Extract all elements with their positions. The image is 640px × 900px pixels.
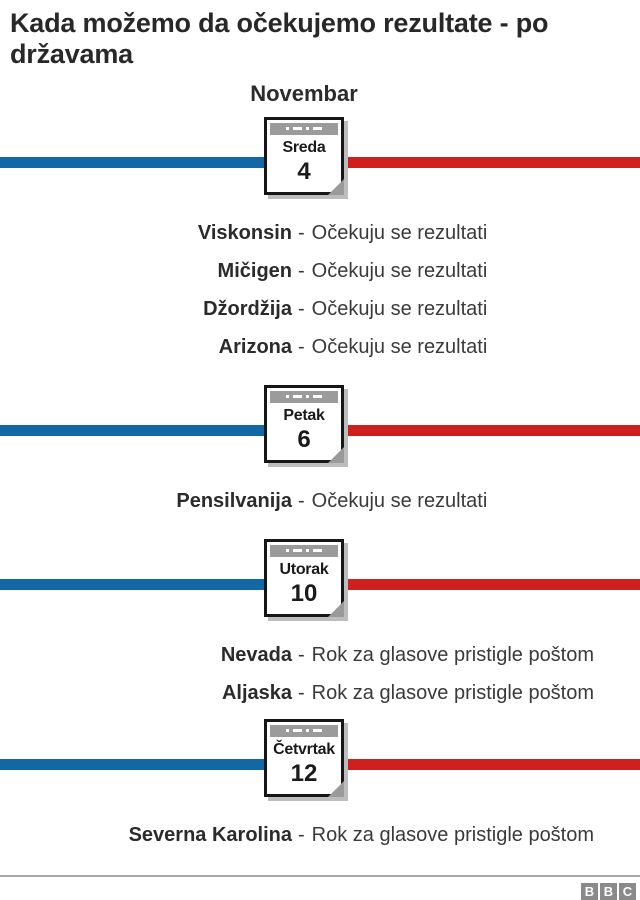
binding-dash: [293, 127, 302, 131]
state-name: Aljaska: [221, 682, 292, 705]
binding-dash: [313, 395, 322, 399]
calendar-date: 6: [297, 425, 311, 453]
calendar-date: 12: [290, 759, 318, 787]
calendar-fold-corner: [328, 178, 344, 195]
calendar-date: 10: [290, 579, 318, 607]
timeline-date-row: Petak 6: [0, 384, 640, 469]
state-row: Viskonsin - Očekuju se rezultati: [0, 215, 640, 253]
state-name: Mičigen: [217, 260, 292, 283]
bbc-logo-letter: C: [619, 882, 636, 900]
state-row: Nevada - Rok za glasove pristigle poštom: [0, 637, 640, 675]
binding-dash: [293, 549, 302, 553]
states-group: Severna Karolina - Rok za glasove pristi…: [0, 817, 640, 855]
state-status: Očekuju se rezultati: [311, 336, 488, 359]
binding-dot: [286, 127, 289, 131]
separator: -: [298, 222, 305, 245]
state-row: Severna Karolina - Rok za glasove pristi…: [0, 817, 640, 855]
state-status: Rok za glasove pristigle poštom: [311, 644, 595, 667]
binding-dot: [286, 729, 289, 733]
calendar-fold-corner: [328, 780, 344, 797]
states-group: Viskonsin - Očekuju se rezultati Mičigen…: [0, 215, 640, 367]
binding-dash: [293, 395, 302, 399]
separator: -: [298, 682, 305, 705]
timeline-line-right: [344, 758, 640, 770]
binding-dash: [313, 549, 322, 553]
state-status: Rok za glasove pristigle poštom: [311, 824, 595, 847]
calendar-day: Četvrtak: [273, 740, 335, 758]
footer-divider: [0, 874, 640, 877]
separator: -: [298, 490, 305, 513]
state-status: Očekuju se rezultati: [311, 490, 488, 513]
timeline-date-row: Četvrtak 12: [0, 718, 640, 803]
state-row: Mičigen - Očekuju se rezultati: [0, 253, 640, 291]
calendar-icon: Utorak 10: [264, 538, 344, 617]
timeline-line-right: [344, 156, 640, 168]
states-group: Pensilvanija - Očekuju se rezultati: [0, 483, 640, 521]
calendar-binding-icon: [270, 390, 338, 403]
binding-dash: [293, 729, 302, 733]
binding-dot: [286, 395, 289, 399]
state-status: Rok za glasove pristigle poštom: [311, 682, 595, 705]
separator: -: [298, 260, 305, 283]
calendar-binding-icon: [270, 122, 338, 135]
timeline-line-left: [0, 578, 264, 590]
separator: -: [298, 824, 305, 847]
timeline-line-right: [344, 578, 640, 590]
calendar-day: Utorak: [279, 560, 329, 578]
state-row: Pensilvanija - Očekuju se rezultati: [0, 483, 640, 521]
page-title: Kada možemo da očekujemo rezultate - po …: [10, 8, 549, 70]
state-status: Očekuju se rezultati: [311, 222, 488, 245]
state-status: Očekuju se rezultati: [311, 260, 488, 283]
timeline-line-left: [0, 156, 264, 168]
calendar-binding-icon: [270, 544, 338, 557]
state-name: Džordžija: [203, 298, 292, 321]
calendar-icon: Sreda 4: [264, 116, 344, 195]
states-group: Nevada - Rok za glasove pristigle poštom…: [0, 637, 640, 713]
binding-dash: [313, 729, 322, 733]
binding-dot: [306, 729, 309, 733]
separator: -: [298, 298, 305, 321]
state-name: Pensilvanija: [176, 490, 292, 513]
state-row: Džordžija - Očekuju se rezultati: [0, 291, 640, 329]
state-row: Aljaska - Rok za glasove pristigle pošto…: [0, 675, 640, 713]
binding-dot: [306, 549, 309, 553]
binding-dot: [306, 127, 309, 131]
separator: -: [298, 644, 305, 667]
calendar-fold-corner: [328, 446, 344, 463]
binding-dash: [313, 127, 322, 131]
calendar-date: 4: [297, 157, 311, 185]
binding-dot: [286, 549, 289, 553]
bbc-logo-letter: B: [581, 882, 598, 900]
bbc-logo-letter: B: [600, 882, 617, 900]
timeline-date-row: Utorak 10: [0, 538, 640, 623]
timeline-line-left: [0, 424, 264, 436]
state-status: Očekuju se rezultati: [311, 298, 488, 321]
separator: -: [298, 336, 305, 359]
state-name: Arizona: [218, 336, 292, 359]
calendar-icon: Četvrtak 12: [264, 718, 344, 797]
state-name: Nevada: [220, 644, 292, 667]
state-name: Severna Karolina: [128, 824, 292, 847]
timeline-line-left: [0, 758, 264, 770]
timeline-date-row: Sreda 4: [0, 116, 640, 201]
calendar-day: Sreda: [282, 138, 326, 156]
state-name: Viskonsin: [197, 222, 292, 245]
state-row: Arizona - Očekuju se rezultati: [0, 329, 640, 367]
bbc-logo: B B C: [0, 882, 640, 900]
timeline-line-right: [344, 424, 640, 436]
calendar-fold-corner: [328, 600, 344, 617]
month-label: Novembar: [250, 80, 358, 106]
calendar-day: Petak: [283, 406, 325, 424]
binding-dot: [306, 395, 309, 399]
calendar-binding-icon: [270, 724, 338, 737]
calendar-icon: Petak 6: [264, 384, 344, 463]
